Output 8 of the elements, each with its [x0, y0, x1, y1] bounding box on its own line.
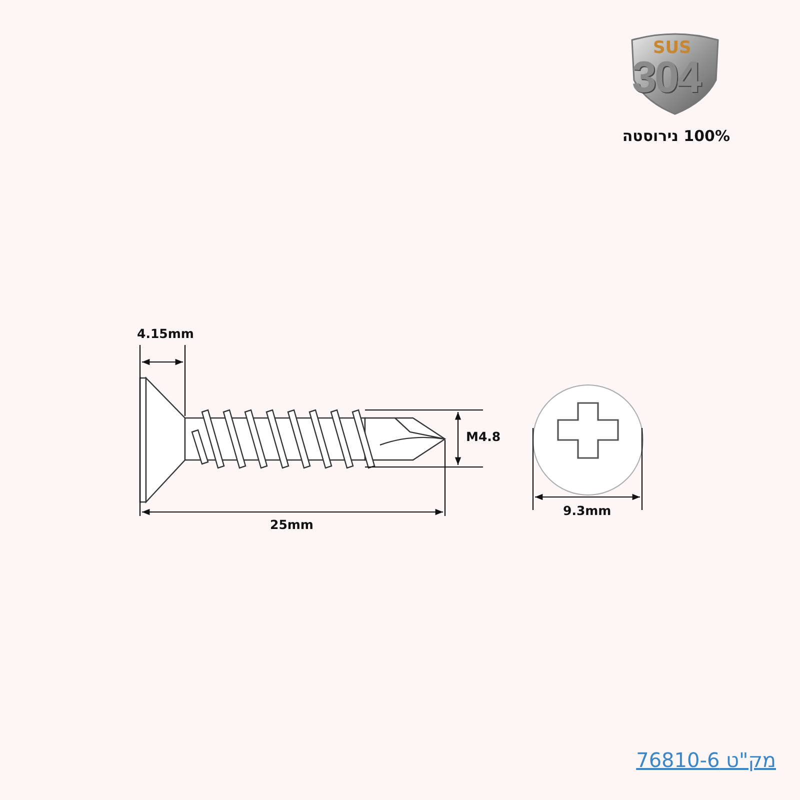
dimension-label: M4.8	[466, 431, 501, 444]
material-text: 100% נירוסטה	[622, 129, 730, 144]
dimension-label: 25mm	[270, 519, 314, 532]
dimension-label: 9.3mm	[563, 505, 612, 518]
grade-text: SUS	[653, 40, 692, 57]
grade-number: 304	[632, 56, 700, 100]
sku-link: מק"ט 76810-6	[636, 750, 776, 770]
dimension-label: 4.15mm	[137, 328, 194, 340]
